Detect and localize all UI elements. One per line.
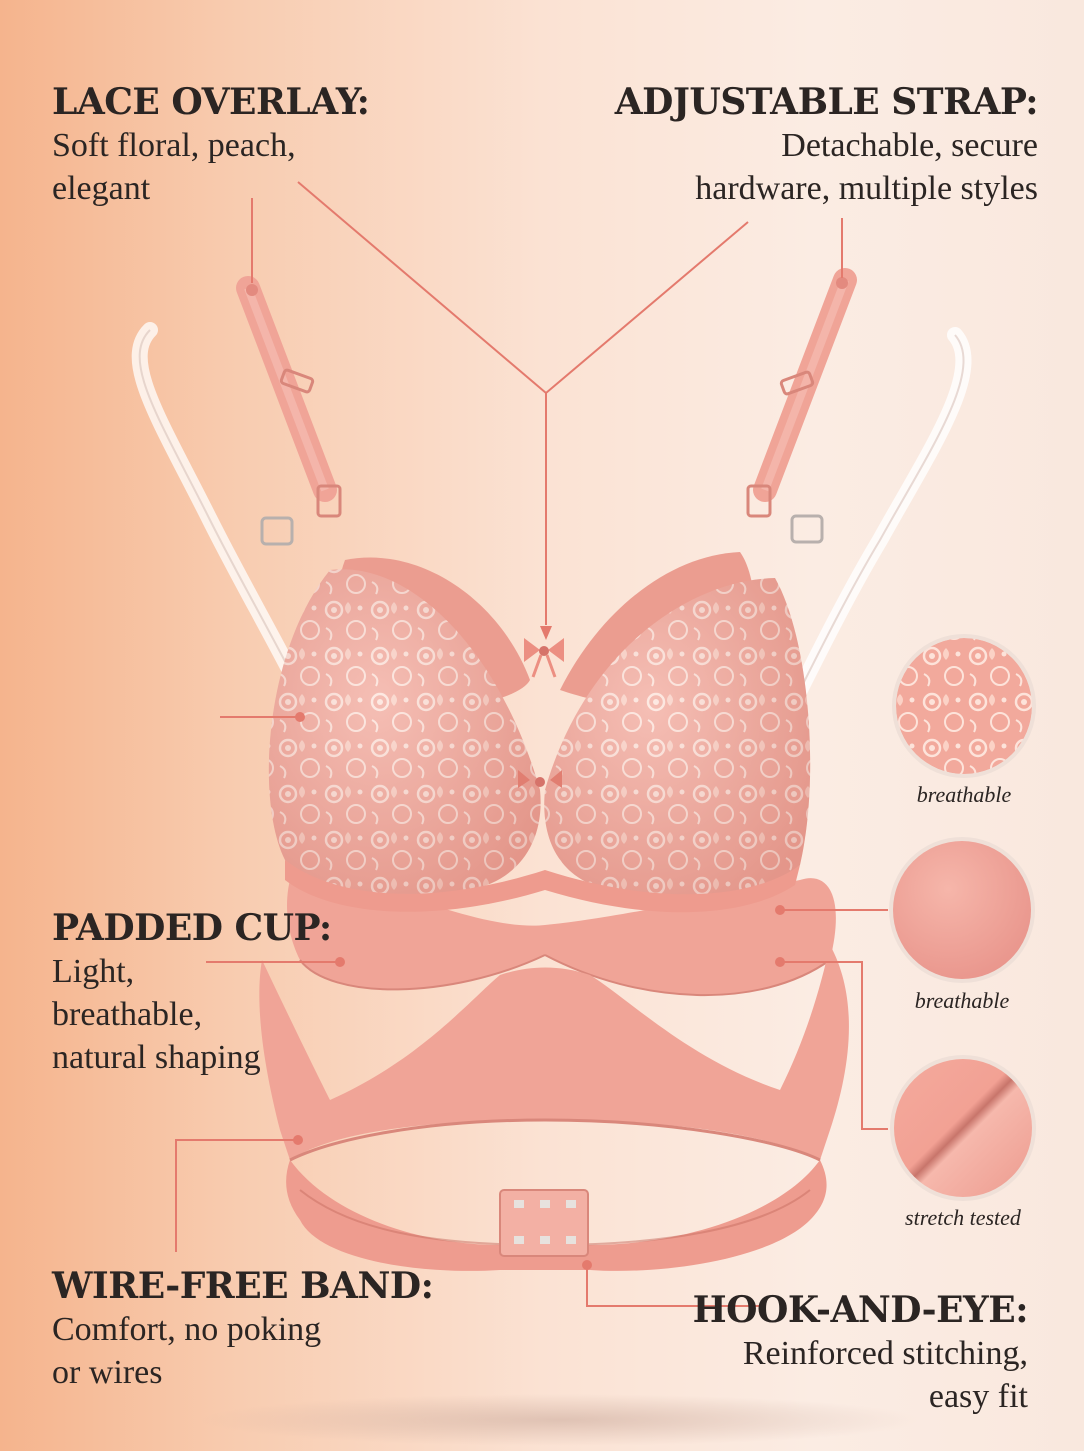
bow-detail [524,638,564,678]
callout-line: Light, [52,953,135,990]
swatch-caption: stretch tested [905,1205,1021,1230]
floor-shadow [200,1394,920,1446]
callout-line: or wires [52,1354,163,1391]
callout-lace-overlay: LACE OVERLAY: Soft floral, peach, elegan… [52,80,370,210]
callout-line: Comfort, no poking [52,1311,322,1348]
callout-hook-and-eye: HOOK-AND-EYE: Reinforced stitching, easy… [692,1288,1029,1418]
callout-adjustable-strap: ADJUSTABLE STRAP: Detachable, secure har… [614,80,1039,210]
lace-cup-layer [268,569,811,913]
swatch-caption: breathable [916,782,1012,807]
callout-line: hardware, multiple styles [695,170,1038,207]
clear-strap-left [131,322,313,708]
swatch-caption: breathable [914,988,1010,1013]
swatch-stretch [890,1055,1036,1201]
callout-title: PADDED CUP: [52,907,332,949]
callout-title: WIRE-FREE BAND: [52,1265,434,1307]
callout-wire-free-band: WIRE-FREE BAND: Comfort, no poking or wi… [52,1264,434,1394]
callout-line: elegant [52,170,151,207]
callout-padded-cup: PADDED CUP: Light, breathable, natural s… [52,906,332,1079]
leader-band [175,1139,298,1252]
callout-line: Reinforced stitching, [742,1335,1028,1372]
clear-strap-right [790,327,972,698]
callout-line: natural shaping [52,1039,261,1076]
pink-strap-left [236,276,342,518]
callout-line: easy fit [928,1378,1028,1415]
leader-swatch-3 [780,961,888,1130]
callout-line: Detachable, secure [781,127,1038,164]
callout-title: HOOK-AND-EYE: [692,1289,1029,1331]
leader-lace-overlay [297,181,749,395]
swatch-smooth [889,837,1035,983]
leader-hook [586,1268,764,1307]
leader-lines [175,181,888,1307]
pink-strap-right [746,268,857,518]
swatch-lace [892,634,1036,778]
callout-line: breathable, [52,996,203,1033]
callout-title: ADJUSTABLE STRAP: [614,81,1039,123]
hook-and-eye-closure [499,1189,589,1257]
leader-dots [293,626,785,1270]
callout-line: Soft floral, peach, [52,127,296,164]
callout-title: LACE OVERLAY: [52,81,370,123]
